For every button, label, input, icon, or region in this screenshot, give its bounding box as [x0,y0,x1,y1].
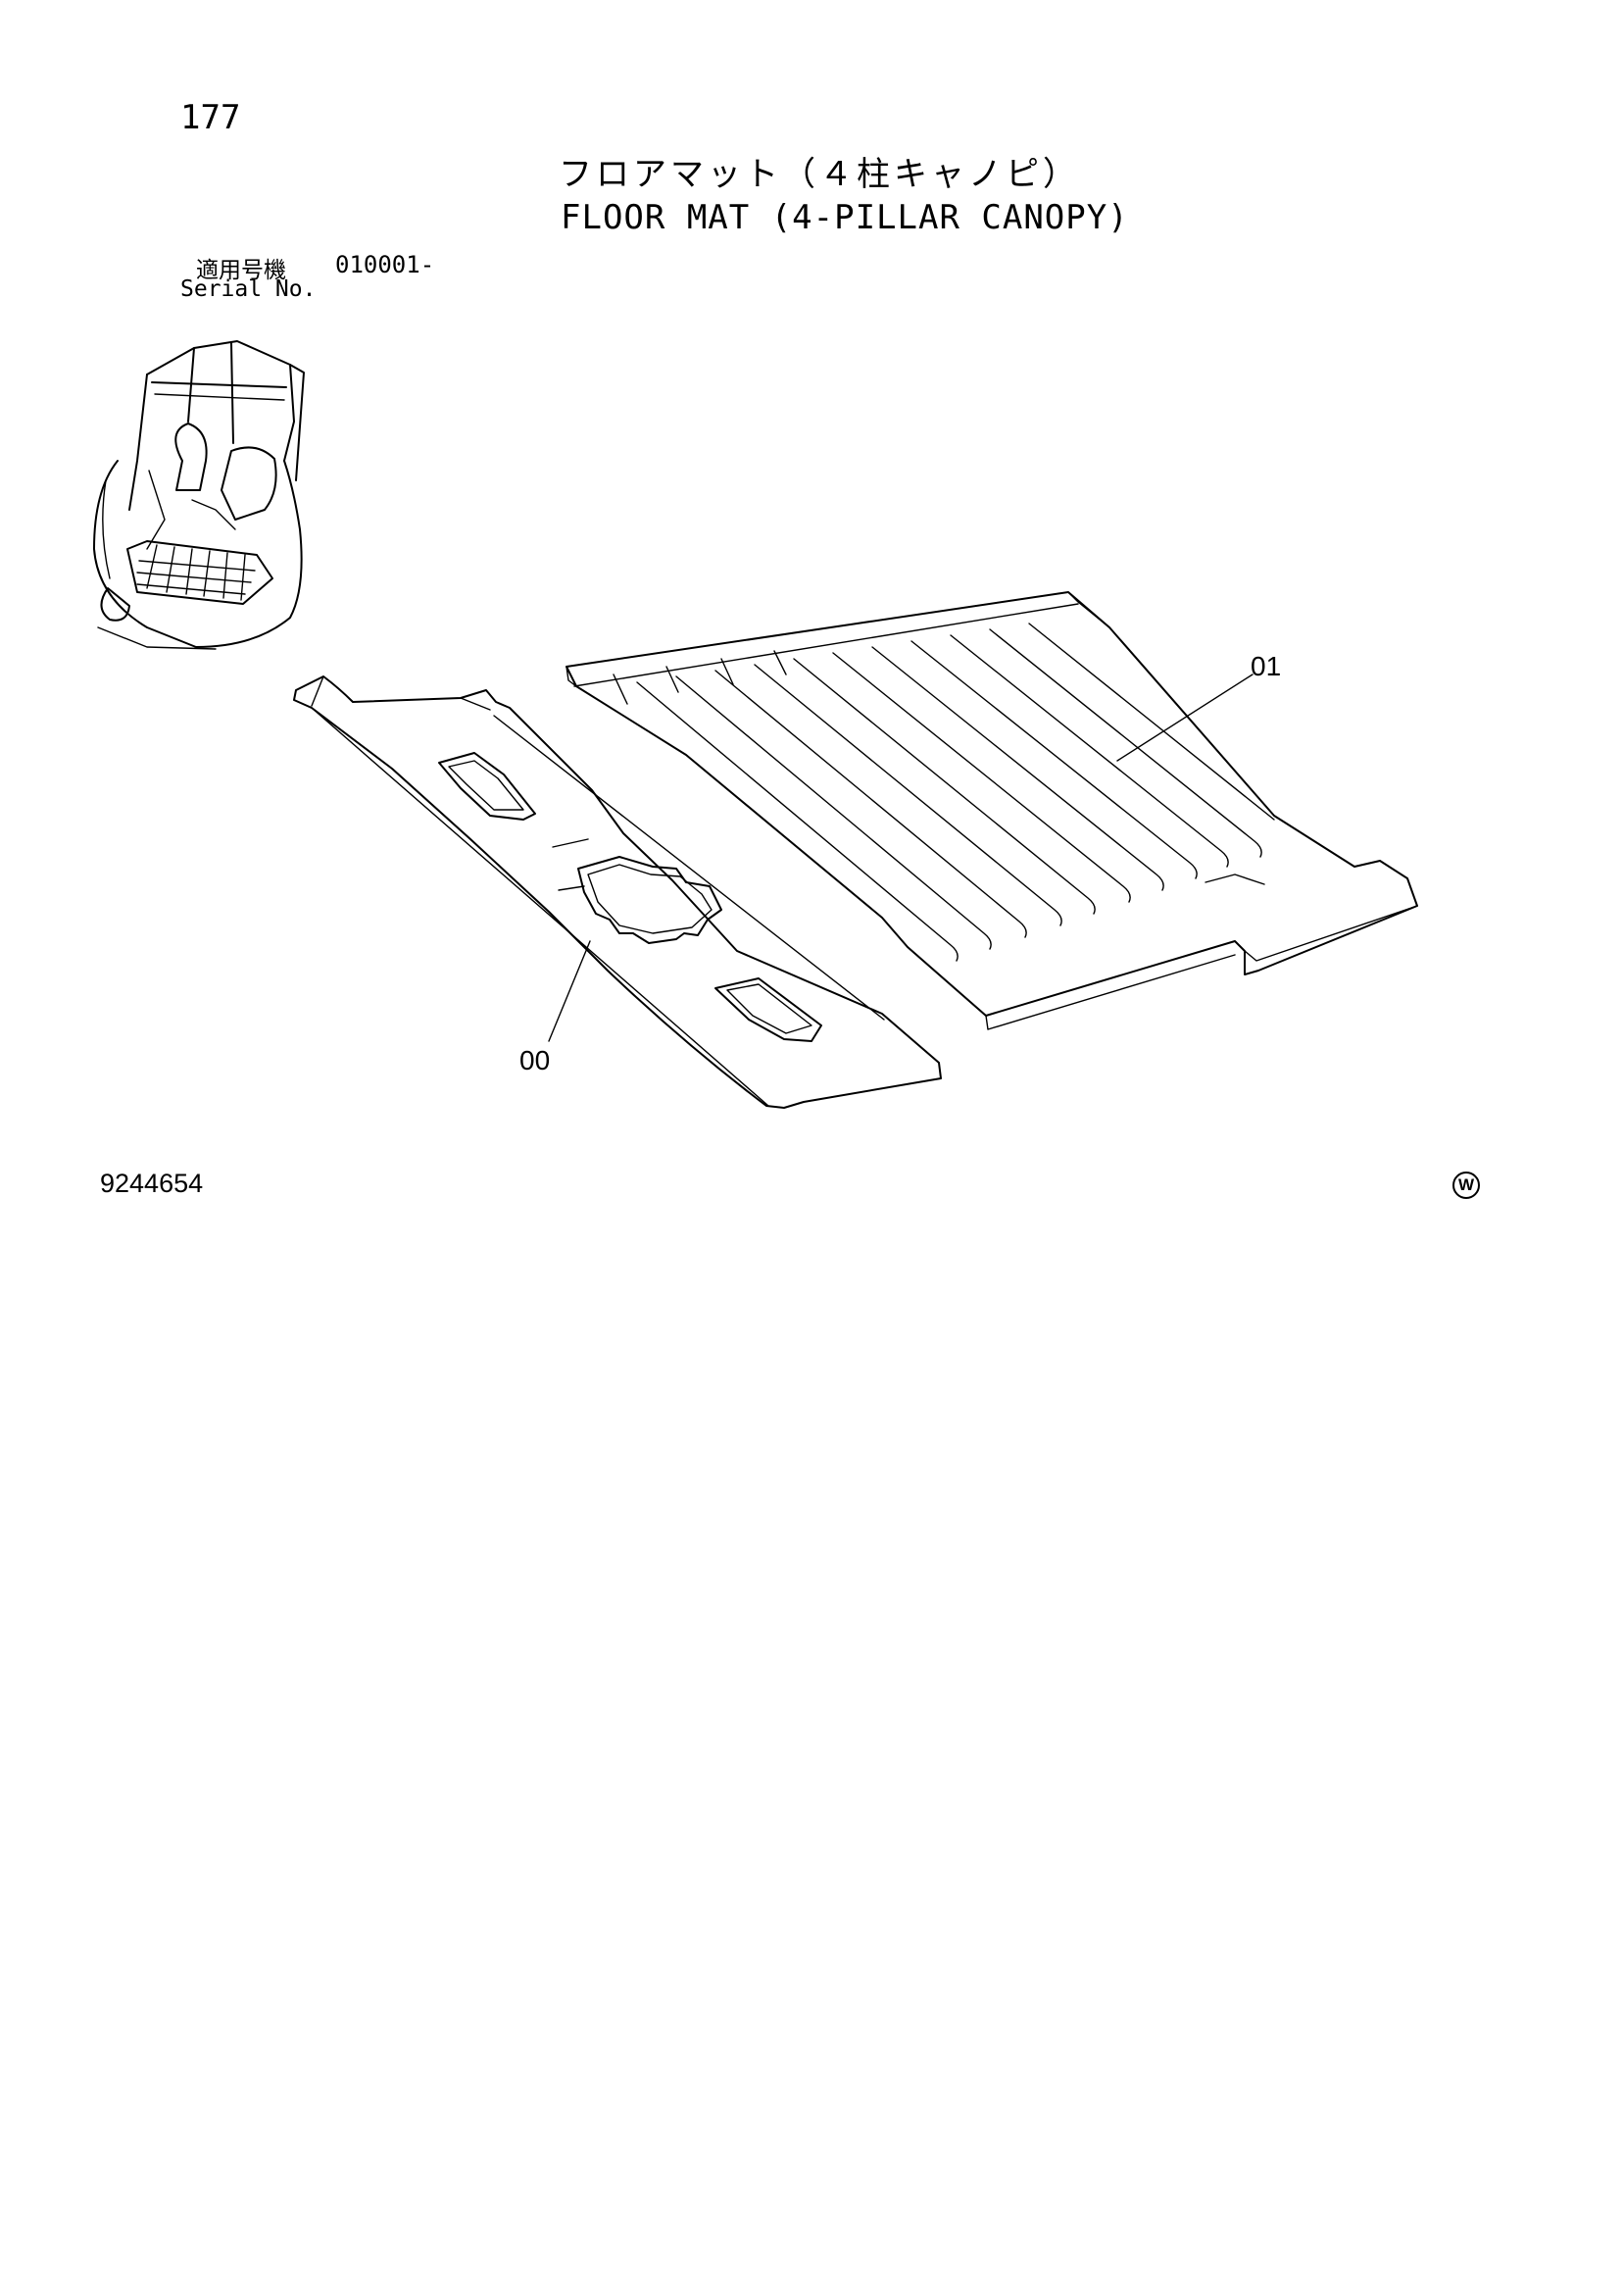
serial-label-japanese: 適用号機 [196,258,286,283]
floor-mat-main-part-01 [566,591,1418,1030]
page-number: 177 [180,98,241,137]
callout-part-00: 00 [519,1045,551,1075]
page-title-japanese: フロアマット（４柱キャノピ） [559,155,1080,194]
leader-line-01 [1116,674,1254,762]
leader-line-00 [548,940,591,1042]
parts-diagram [93,340,1418,1109]
document-number: 9244654 [100,1169,204,1198]
maker-mark-icon: W [1452,1172,1480,1199]
page-title-english: FLOOR MAT (4-PILLAR CANOPY) [561,198,1129,237]
callout-part-01: 01 [1251,651,1282,681]
machine-overview-thumbnail [93,340,305,650]
serial-number-value: 010001- [335,251,435,278]
mat-ribs [636,623,1275,962]
floor-mat-front-part-00 [293,675,942,1109]
serial-label-english: Serial No. [180,276,317,302]
